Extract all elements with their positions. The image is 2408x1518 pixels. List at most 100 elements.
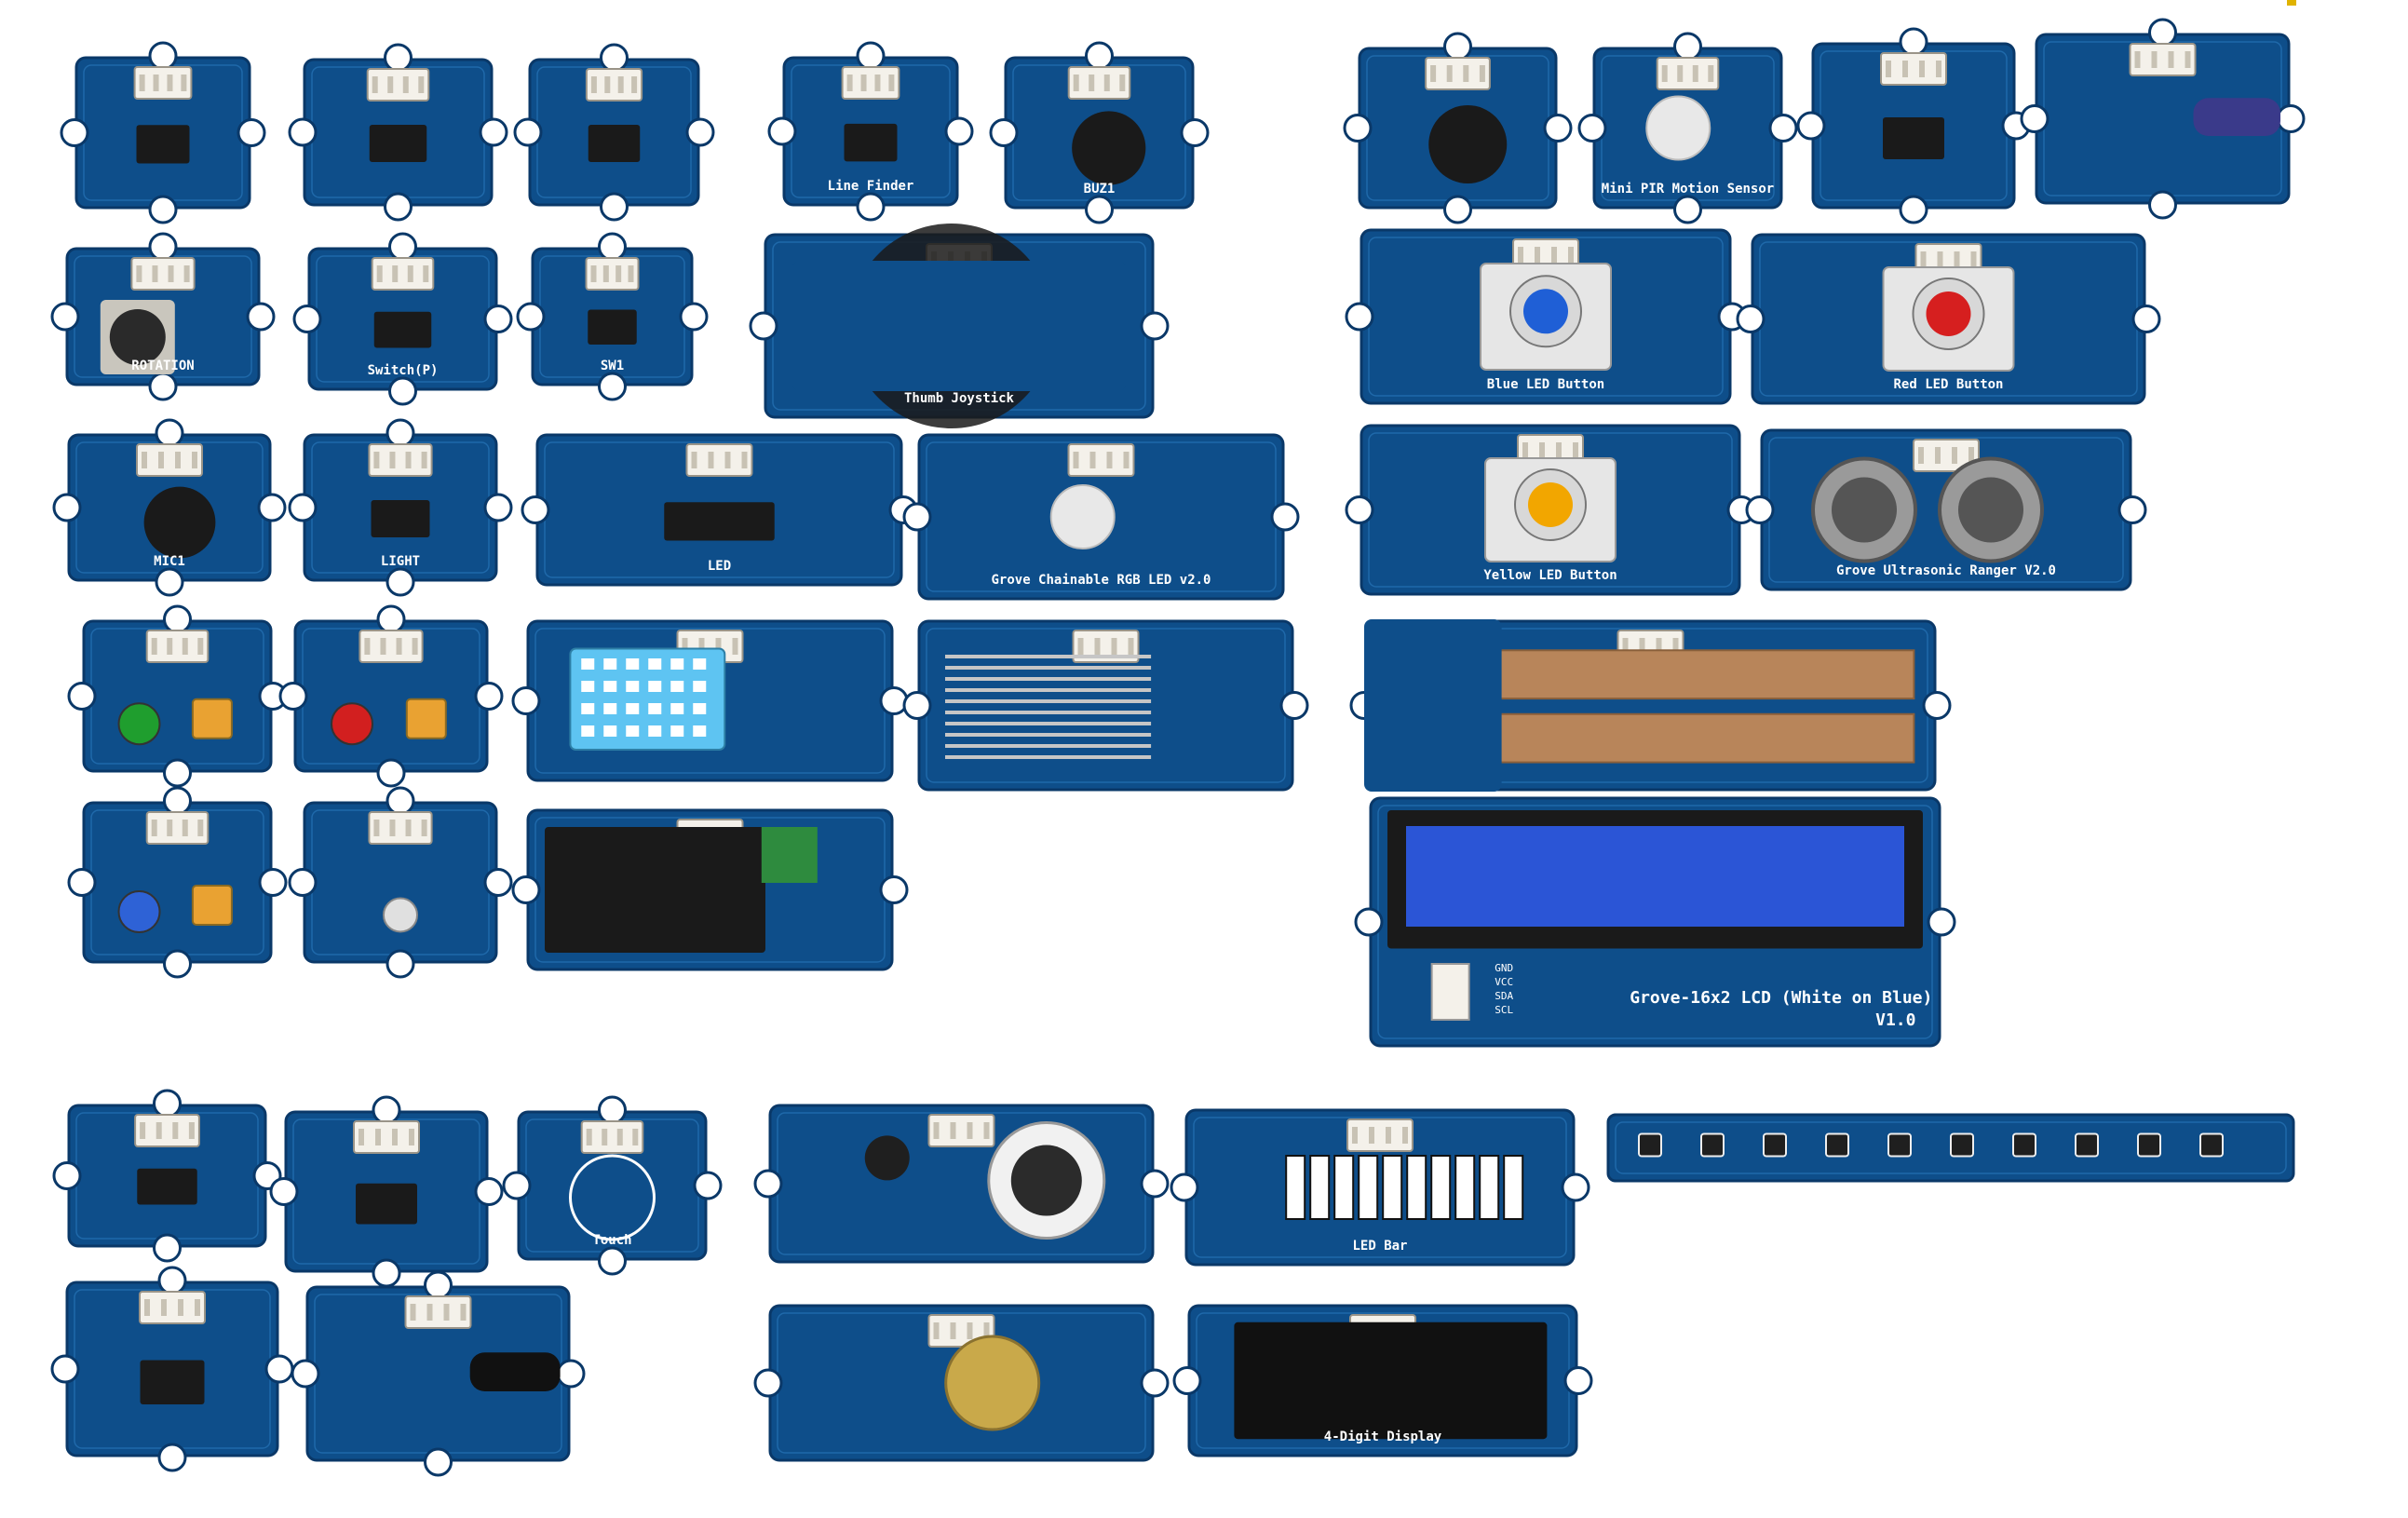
moisture-sensor-board-graphic xyxy=(1349,619,1952,792)
joystick-board: Thumb Joystick xyxy=(749,224,1170,428)
ir-emitter-board xyxy=(288,786,513,979)
joystick-board-graphic: Thumb Joystick xyxy=(749,224,1170,428)
buzzer-board: BUZ1 xyxy=(989,41,1210,224)
lcd-version-label: V1.0 xyxy=(1875,1010,1915,1030)
four-digit-display-board-label: 4-Digit Display xyxy=(1324,1430,1442,1444)
led-socket-board-graphic xyxy=(67,604,288,788)
gas-sensor-board xyxy=(269,1095,504,1288)
flame-sensor-board-graphic xyxy=(291,1270,586,1477)
ultrasonic-small-board xyxy=(50,1266,294,1472)
line-finder-board-label: Line Finder xyxy=(828,179,914,194)
led-socket-board xyxy=(278,604,504,788)
sound-sensor-board xyxy=(1343,32,1573,224)
light-sensor-board: LIGHT xyxy=(288,418,513,597)
speaker-board-graphic xyxy=(753,1104,1170,1264)
rgb-strip-board-graphic xyxy=(1606,1113,2295,1183)
water-sensor-board-graphic xyxy=(902,619,1309,792)
temp-humidity-board xyxy=(511,619,909,782)
ir-led-board xyxy=(2020,18,2306,220)
grove-connector-board xyxy=(288,43,508,222)
sound-sensor-board-label: MIC1 xyxy=(154,554,185,569)
led-button-board: Yellow LED Button xyxy=(1345,424,1756,596)
temp-humidity-board-graphic xyxy=(511,619,909,782)
chainable-led-board: Grove Chainable RGB LED v2.0 xyxy=(902,433,1300,601)
light-sensor-board-label: LIGHT xyxy=(381,554,420,569)
sound-sensor-board-graphic xyxy=(1343,32,1573,224)
tilt-board-label: LED xyxy=(708,559,731,574)
moisture-sensor-board xyxy=(1349,619,1952,792)
rgb-strip-board xyxy=(1606,1113,2295,1183)
led-socket-board xyxy=(67,786,288,979)
speaker-board xyxy=(753,1104,1170,1264)
line-finder-board: Line Finder xyxy=(767,41,974,222)
switch-board-graphic: Switch(P) xyxy=(292,232,513,406)
rotary-angle-board-graphic: ROTATION xyxy=(50,232,276,401)
pir-board-graphic: Mini PIR Motion Sensor xyxy=(1577,32,1798,224)
lcd-board-graphic: Grove-16x2 LCD (White on Blue)V1.0 GND VCC… xyxy=(1354,796,1956,1048)
lcd-pin-label: SDA xyxy=(1495,990,1513,1002)
rtc-board xyxy=(753,1304,1170,1462)
touch-board-label: Touch xyxy=(592,1233,631,1248)
led-button-board-label: Red LED Button xyxy=(1893,377,2003,392)
ultrasonic-ranger-board-graphic: Grove Ultrasonic Ranger V2.0 xyxy=(1745,428,2147,591)
touch-board: Touch xyxy=(502,1095,723,1276)
led-socket-board-graphic xyxy=(67,786,288,979)
sound-sensor-board: MIC1 xyxy=(52,418,287,597)
led-button-board-graphic: Blue LED Button xyxy=(1345,228,1747,405)
led-button-board: Red LED Button xyxy=(1736,233,2161,405)
led-button-board-label: Yellow LED Button xyxy=(1483,568,1617,583)
led-bar-board: LED Bar xyxy=(1170,1108,1590,1267)
pir-board: Mini PIR Motion Sensor xyxy=(1577,32,1798,224)
four-digit-display-board-graphic: 4-Digit Display xyxy=(1172,1304,1593,1457)
switch-board-label: Switch(P) xyxy=(368,363,439,378)
gas-sensor-board-graphic xyxy=(269,1095,504,1288)
lcd-title-label: Grove-16x2 LCD (White on Blue) xyxy=(1630,988,1932,1008)
button-board: SW1 xyxy=(516,232,709,401)
relay-board-graphic xyxy=(511,808,909,971)
ir-led-board-graphic xyxy=(2020,18,2306,220)
led-bar-board-label: LED Bar xyxy=(1352,1239,1407,1254)
flame-sensor-board xyxy=(291,1270,586,1477)
button-board-graphic: SW1 xyxy=(516,232,709,401)
lcd-pin-label: GND xyxy=(1495,962,1513,974)
touch-board-graphic: Touch xyxy=(502,1095,723,1276)
ultrasonic-small-board-graphic xyxy=(50,1266,294,1472)
grove-connector-board-graphic xyxy=(288,43,508,222)
lcd-pin-label: VCC xyxy=(1495,976,1513,988)
rotary-angle-board: ROTATION xyxy=(50,232,276,401)
line-finder-board-graphic: Line Finder xyxy=(767,41,974,222)
ir-emitter-board-graphic xyxy=(288,786,513,979)
relay-board xyxy=(511,808,909,971)
rtc-board-graphic xyxy=(753,1304,1170,1462)
grove-connector-board-graphic xyxy=(513,43,715,222)
ultrasonic-ranger-board: Grove Ultrasonic Ranger V2.0 xyxy=(1745,428,2147,591)
button-board-label: SW1 xyxy=(601,359,624,373)
grove-connector-board-graphic xyxy=(60,41,266,224)
buzzer-board-label: BUZ1 xyxy=(1084,182,1116,197)
sound-sensor-board-graphic: MIC1 xyxy=(52,418,287,597)
vibration-board xyxy=(52,1089,282,1263)
led-socket-board xyxy=(67,604,288,788)
joystick-board-label: Thumb Joystick xyxy=(904,391,1015,406)
led-button-board-graphic: Red LED Button xyxy=(1736,233,2161,405)
lcd-pin-label: SCL xyxy=(1495,1004,1513,1016)
led-button-board: Blue LED Button xyxy=(1345,228,1747,405)
led-button-board-graphic: Yellow LED Button xyxy=(1345,424,1756,596)
tilt-board-graphic: LED xyxy=(521,433,918,587)
tilt-board: LED xyxy=(521,433,918,587)
led-button-board-label: Blue LED Button xyxy=(1487,377,1604,392)
chainable-led-board-graphic: Grove Chainable RGB LED v2.0 xyxy=(902,433,1300,601)
grove-connector-board xyxy=(60,41,266,224)
corner-mark xyxy=(2287,0,2296,6)
vibration-board-graphic xyxy=(52,1089,282,1263)
grove-connector-board-graphic xyxy=(1796,27,2031,224)
led-bar-board-graphic: LED Bar xyxy=(1170,1108,1590,1267)
chainable-led-board-label: Grove Chainable RGB LED v2.0 xyxy=(991,573,1211,588)
lcd-board: Grove-16x2 LCD (White on Blue)V1.0 GND VCC… xyxy=(1354,796,1956,1048)
light-sensor-board-graphic: LIGHT xyxy=(288,418,513,597)
ultrasonic-ranger-board-label: Grove Ultrasonic Ranger V2.0 xyxy=(1836,563,2056,578)
four-digit-display-board: 4-Digit Display xyxy=(1172,1304,1593,1457)
grove-connector-board xyxy=(513,43,715,222)
rotary-angle-board-label: ROTATION xyxy=(131,359,194,373)
water-sensor-board xyxy=(902,619,1309,792)
